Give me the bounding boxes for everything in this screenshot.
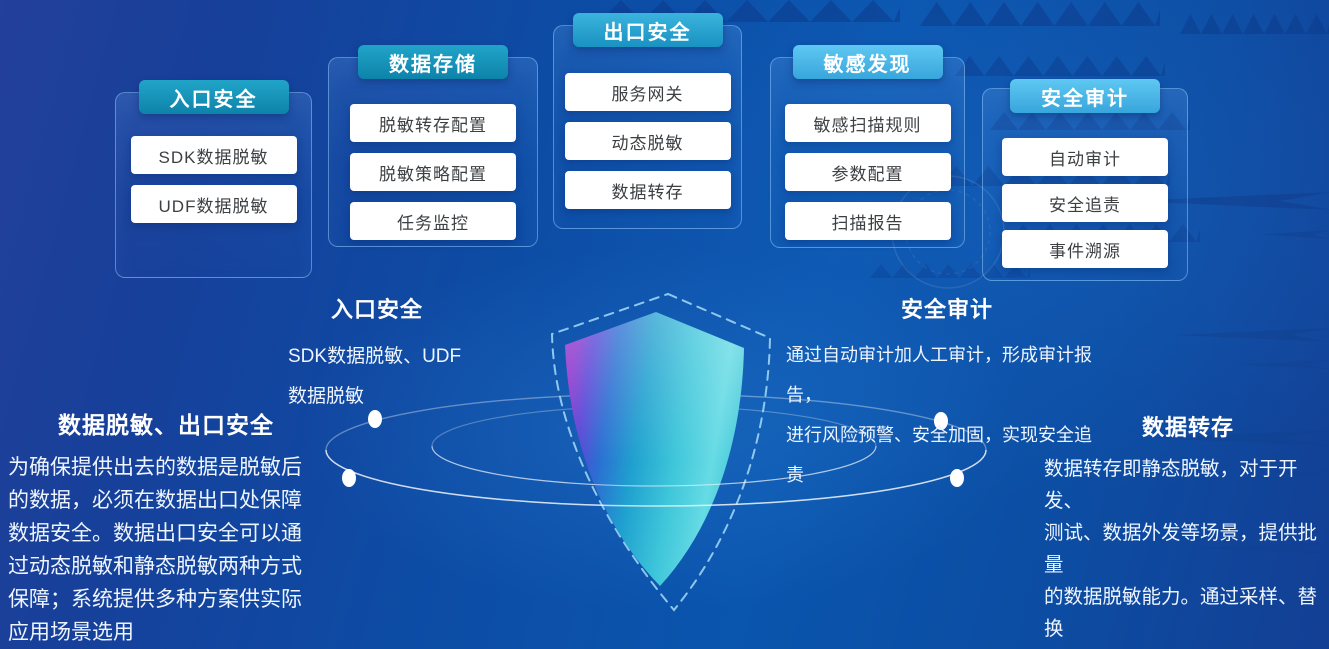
feature-item: 扫描报告 [784,202,951,240]
callout-body: SDK数据脱敏、UDF 数据脱敏 [288,346,462,407]
feature-item: 脱敏转存配置 [350,104,516,142]
callout-title: 数据脱敏、出口安全 [58,412,274,438]
orbit-dot [342,469,356,487]
streak-decoration [1282,470,1329,477]
feature-item: 事件溯源 [1002,230,1168,268]
feature-item: 动态脱敏 [564,122,731,160]
feature-item: 参数配置 [784,153,951,191]
orbit-front-arc-inner [431,445,877,487]
column-title: 安全审计 [1041,87,1129,110]
callout-security-audit: 安全审计 通过自动审计加人工审计，形成审计报告， 进行风险预警、安全加固，实现安… [786,292,1108,495]
shield-highlight [565,312,744,586]
callout-title: 安全审计 [900,297,993,322]
feature-column-export-security: 出口安全 服务网关 动态脱敏 数据转存 [553,13,742,229]
column-items: 脱敏转存配置 脱敏策略配置 任务监控 [350,104,516,240]
orbit-dot [950,469,964,487]
column-title: 出口安全 [603,21,692,44]
shield-graphic [550,292,772,612]
column-header-badge: 入口安全 [138,80,289,114]
orbit-front-arc-outer [325,449,987,507]
callout-data-masking-export-security: 数据脱敏、出口安全 为确保提供出去的数据是脱敏后 的数据，必须在数据出口处保障 … [8,406,324,649]
column-title: 数据存储 [389,53,477,76]
column-header-badge: 出口安全 [572,13,723,47]
column-items: 自动审计 安全追责 事件溯源 [1002,138,1168,268]
feature-column-entrance-security: 入口安全 SDK数据脱敏 UDF数据脱敏 [115,80,312,278]
column-header-badge: 安全审计 [1010,79,1160,113]
column-items: 服务网关 动态脱敏 数据转存 [564,73,731,209]
streak-decoration [1262,230,1329,239]
column-header-badge: 数据存储 [358,45,508,79]
feature-item: SDK数据脱敏 [130,136,297,174]
streak-decoration [1240,360,1329,369]
callout-body: 通过自动审计加人工审计，形成审计报告， 进行风险预警、安全加固，实现安全追责 [786,345,1092,485]
column-header-badge: 敏感发现 [792,45,943,79]
feature-column-data-storage: 数据存储 脱敏转存配置 脱敏策略配置 任务监控 [328,45,538,247]
column-items: SDK数据脱敏 UDF数据脱敏 [130,136,297,223]
orbit-dot [934,412,948,430]
callout-data-transfer: 数据转存 数据转存即静态脱敏，对于开发、 测试、数据外发等场景，提供批量 的数据… [1044,410,1329,649]
callout-body: 数据转存即静态脱敏，对于开发、 测试、数据外发等场景，提供批量 的数据脱敏能力。… [1044,458,1318,640]
column-items: 敏感扫描规则 参数配置 扫描报告 [784,104,951,240]
feature-item: 数据转存 [564,171,731,209]
feature-item: 任务监控 [350,202,516,240]
feature-item: 服务网关 [564,73,731,111]
callout-entrance-security: 入口安全 SDK数据脱敏、UDF 数据脱敏 [288,292,466,417]
feature-item: 脱敏策略配置 [350,153,516,191]
callout-body: 为确保提供出去的数据是脱敏后 的数据，必须在数据出口处保障 数据安全。数据出口安… [8,456,302,644]
shield-dashed-outline [550,292,772,612]
column-title: 敏感发现 [823,53,912,76]
column-title: 入口安全 [169,88,258,111]
callout-title: 入口安全 [330,297,423,322]
feature-item: UDF数据脱敏 [130,185,297,223]
callout-title: 数据转存 [1141,415,1234,440]
feature-item: 敏感扫描规则 [784,104,951,142]
feature-column-security-audit: 安全审计 自动审计 安全追责 事件溯源 [982,79,1188,281]
feature-item: 自动审计 [1002,138,1168,176]
orbit-dot [368,410,382,428]
feature-column-sensitive-discovery: 敏感发现 敏感扫描规则 参数配置 扫描报告 [770,45,965,248]
feature-item: 安全追责 [1002,184,1168,222]
